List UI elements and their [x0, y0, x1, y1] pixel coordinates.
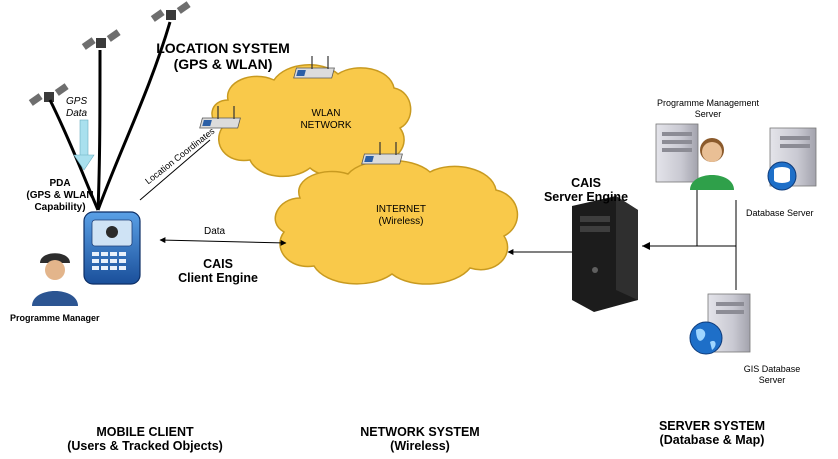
data-arrow: [159, 237, 287, 246]
cais-server-line1: CAIS: [571, 176, 601, 190]
gis-server-line2: Server: [758, 375, 786, 385]
location-system-line2: (GPS & WLAN): [173, 56, 273, 72]
gps-signal-line: [96, 49, 102, 211]
mobile-client-section: MOBILE CLIENT (Users & Tracked Objects): [20, 425, 270, 453]
satellite-icon-top: [150, 1, 191, 22]
internet-label: INTERNET (Wireless): [346, 204, 456, 228]
cais-client-line1: CAIS: [203, 257, 233, 271]
wlan-access-point-icon: [293, 56, 335, 79]
pm-server-line2: Server: [694, 109, 722, 119]
pda-label: PDA (GPS & WLAN Capability): [12, 178, 108, 214]
gps-data-line1: GPS: [66, 96, 88, 107]
gps-data-line2: Data: [66, 108, 88, 119]
internet-line1: INTERNET: [376, 204, 426, 215]
database-server-label: Database Server: [746, 208, 814, 218]
cais-server-line2: Server Engine: [543, 190, 629, 204]
programme-manager-label: Programme Manager: [10, 313, 100, 323]
satellite-icon-left: [28, 83, 69, 106]
server-system-title: SERVER SYSTEM: [658, 419, 766, 433]
pm-server-line1: Programme Management: [656, 98, 760, 108]
database-server-icon: [767, 127, 817, 191]
satellite-icon-middle: [81, 29, 121, 50]
wlan-line2: NETWORK: [300, 120, 352, 131]
cais-client-line2: Client Engine: [178, 271, 258, 285]
location-system-title: LOCATION SYSTEM (GPS & WLAN): [118, 40, 328, 72]
programme-management-server-icon: [655, 123, 734, 190]
cais-client-engine-label: CAIS Client Engine: [158, 257, 278, 285]
location-system-line1: LOCATION SYSTEM: [156, 40, 290, 56]
wlan-access-point-icon: [361, 142, 403, 165]
gis-database-server-icon: [689, 293, 751, 355]
server-system-subtitle: (Database & Map): [659, 433, 765, 447]
server-system-section: SERVER SYSTEM (Database & Map): [622, 419, 802, 447]
pda-label-line3: Capability): [34, 202, 86, 213]
cais-server-engine-label: CAIS Server Engine: [516, 176, 656, 204]
cais-server-engine-icon: [572, 196, 638, 312]
network-system-section: NETWORK SYSTEM (Wireless): [330, 425, 510, 453]
gis-server-line1: GIS Database: [743, 364, 801, 374]
wlan-network-label: WLAN NETWORK: [276, 108, 376, 132]
wlan-line1: WLAN: [311, 108, 341, 119]
server-connection-arrowhead: [642, 242, 650, 250]
programme-management-server-label: Programme Management Server: [638, 98, 778, 120]
location-coordinates-line: [139, 139, 211, 201]
gps-data-arrow: [73, 119, 95, 171]
mobile-client-title: MOBILE CLIENT: [96, 425, 194, 439]
network-system-title: NETWORK SYSTEM: [360, 425, 480, 439]
programme-manager-icon: [32, 253, 78, 306]
pda-device-icon: [83, 211, 141, 285]
wlan-network-cloud: [211, 64, 412, 178]
gps-data-label: GPS Data: [66, 96, 87, 120]
gis-database-server-label: GIS Database Server: [732, 364, 812, 386]
mobile-client-subtitle: (Users & Tracked Objects): [67, 439, 223, 453]
pda-label-line2: (GPS & WLAN: [26, 190, 94, 201]
data-label: Data: [204, 226, 226, 237]
network-system-subtitle: (Wireless): [390, 439, 450, 453]
pda-label-line1: PDA: [49, 178, 71, 189]
server-connection-line: [642, 200, 737, 247]
internet-line2: (Wireless): [378, 216, 424, 227]
wlan-access-point-icon: [199, 106, 241, 129]
gps-signal-line: [96, 21, 172, 211]
